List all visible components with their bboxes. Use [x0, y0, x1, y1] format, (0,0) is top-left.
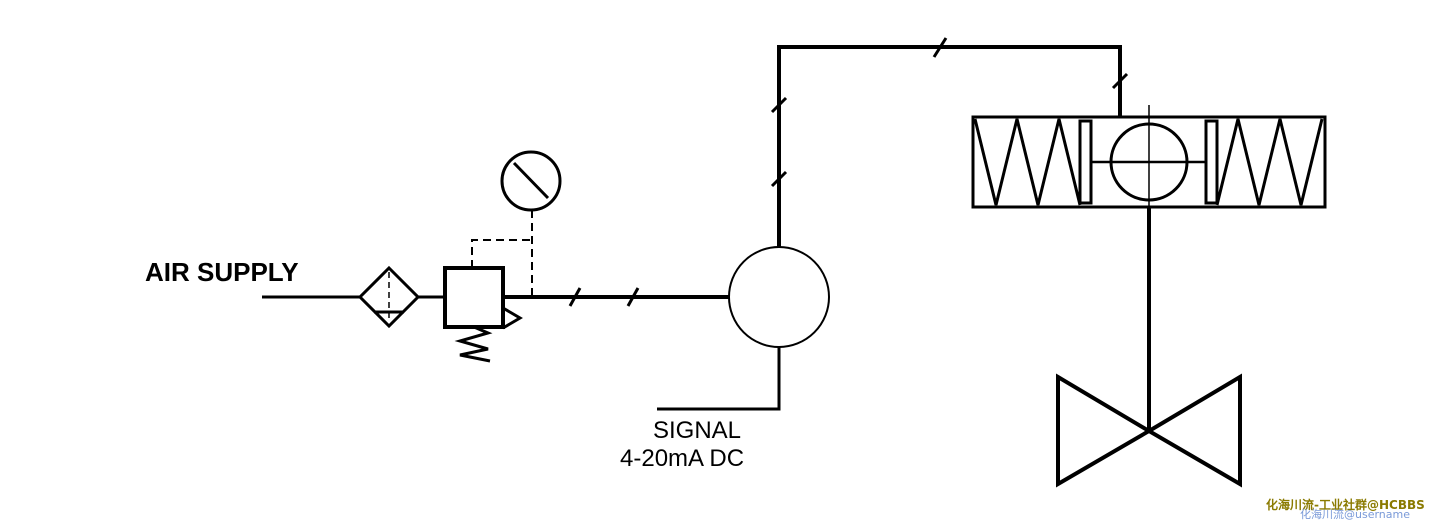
pressure-gauge-symbol: [500, 150, 562, 212]
gauge-pilot-dashed-line: [471, 239, 532, 268]
watermark-primary: 化海川流-工业社群@HCBBS: [1266, 497, 1425, 512]
watermark-secondary: 化海川流@username: [1300, 507, 1410, 521]
positioner-output-line: [777, 45, 1122, 247]
control-valve-body-symbol: [1056, 373, 1242, 488]
pneumatic-tick-mark: [626, 287, 640, 307]
signal-label: SIGNAL: [653, 417, 741, 444]
air-filter-symbol: [357, 265, 421, 329]
positioner-symbol: [728, 246, 830, 348]
pneumatic-tick-mark: [770, 170, 788, 188]
air-supply-label: AIR SUPPLY: [145, 257, 299, 287]
pressure-regulator-symbol: [443, 266, 523, 363]
pneumatic-tick-mark: [770, 96, 788, 114]
pneumatic-tick-mark: [1111, 72, 1129, 90]
pneumatic-tick-mark: [568, 287, 582, 307]
pneumatic-tick-mark: [932, 37, 948, 58]
signal-line: [657, 347, 781, 411]
actuator-symbol: [971, 105, 1327, 209]
signal-range-label: 4-20mA DC: [620, 445, 744, 472]
